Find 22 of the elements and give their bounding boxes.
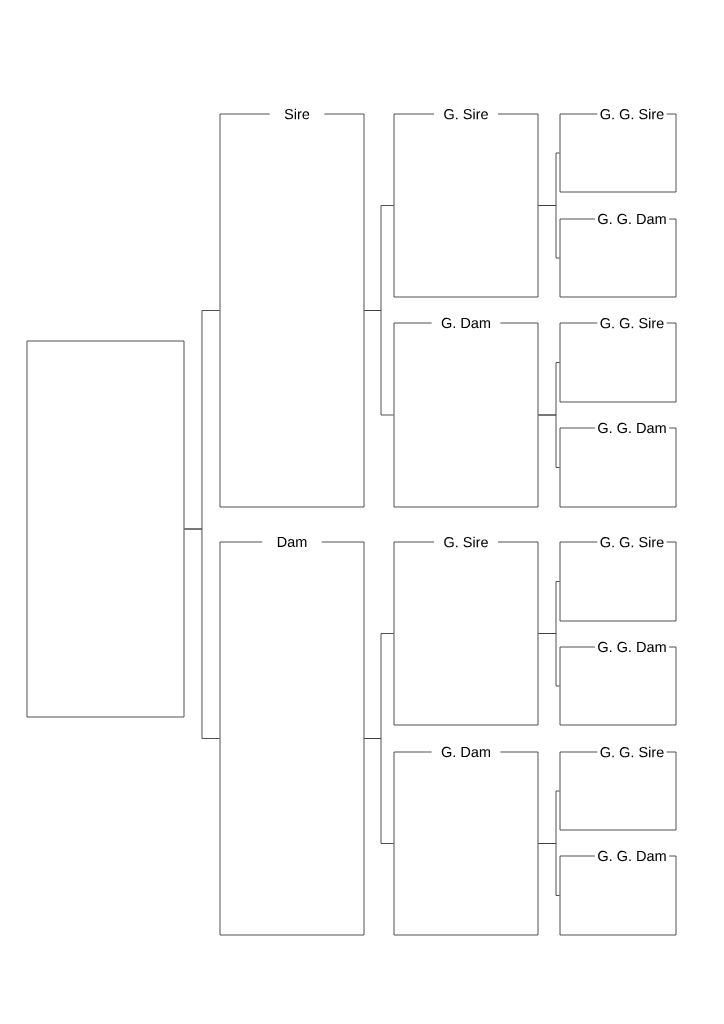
pedigree-box: G. Sire	[393, 536, 539, 726]
connector-line	[364, 738, 394, 844]
connector-line	[538, 633, 560, 687]
pedigree-box: G. G. Sire	[559, 317, 677, 403]
pedigree-box: G. G. Sire	[559, 746, 677, 831]
pedigree-box: G. G. Dam	[559, 641, 677, 726]
pedigree-box: Sire	[219, 108, 365, 508]
pedigree-box: G. Dam	[393, 317, 539, 508]
pedigree-box: G. G. Sire	[559, 536, 677, 622]
connector-line	[184, 528, 220, 739]
pedigree-box: G. G. Dam	[559, 422, 677, 508]
pedigree-box: G. G. Sire	[559, 108, 677, 193]
connector-line	[538, 414, 560, 468]
pedigree-box: G. Dam	[393, 746, 539, 936]
connector-line	[538, 843, 560, 896]
connector-line	[538, 205, 560, 259]
pedigree-box: G. G. Dam	[559, 850, 677, 936]
connector-line	[364, 310, 394, 416]
pedigree-box: G. G. Dam	[559, 213, 677, 298]
pedigree-box: Dam	[219, 536, 365, 936]
pedigree-box: G. Sire	[393, 108, 539, 298]
blank-box	[26, 340, 185, 718]
